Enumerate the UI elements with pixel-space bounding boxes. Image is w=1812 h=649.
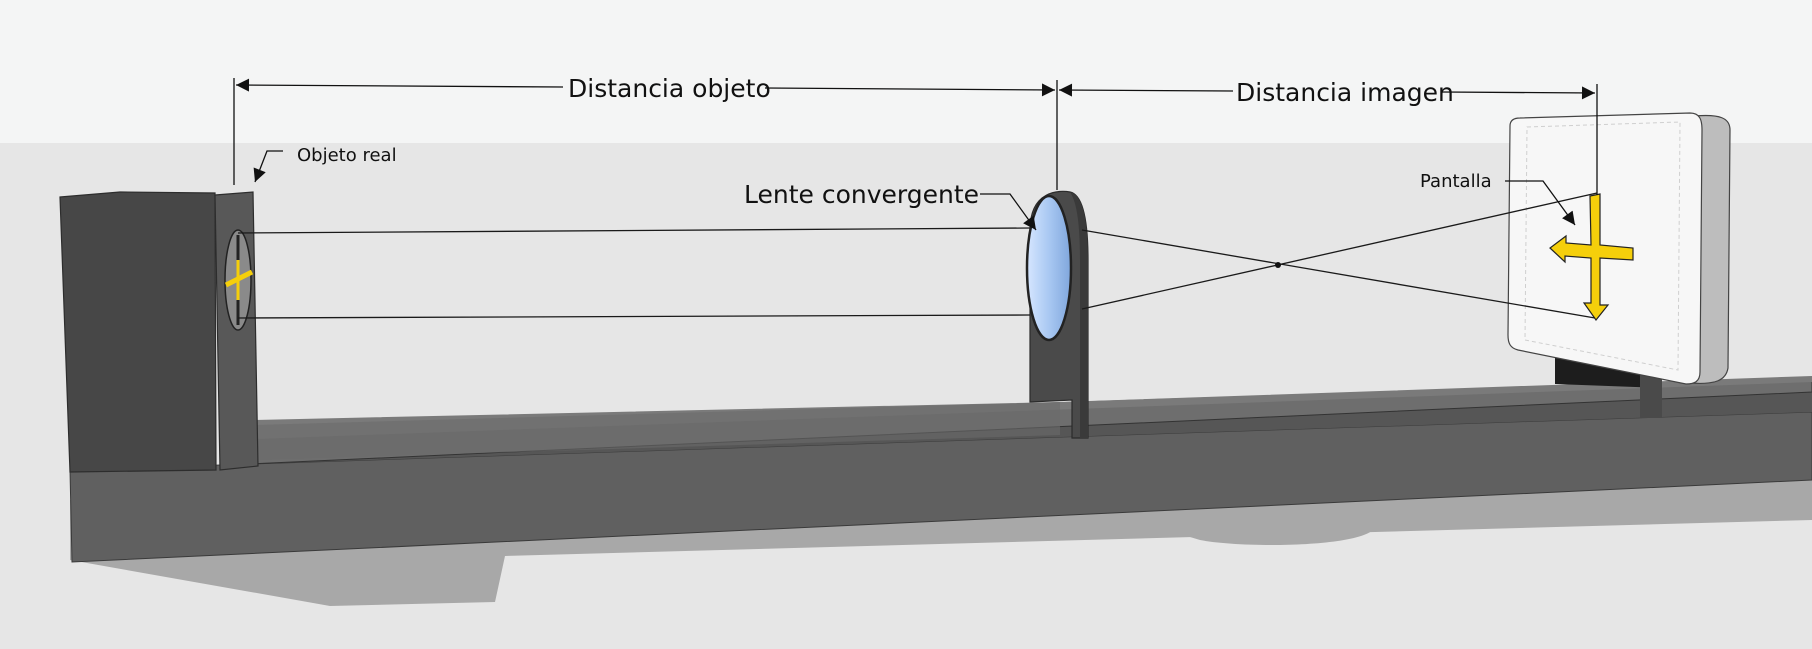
focal-point — [1275, 262, 1281, 268]
distancia-objeto-label: Distancia objeto — [568, 74, 771, 103]
sky — [0, 0, 1812, 143]
light-rays — [237, 192, 1598, 319]
leader-lines — [253, 150, 1576, 231]
lens — [1025, 194, 1073, 342]
lens-holder — [1025, 190, 1089, 439]
optical-bench-rail — [69, 376, 1812, 563]
dimension-lines — [233, 78, 1598, 195]
pantalla-label: Pantalla — [1420, 171, 1492, 192]
lente-convergente-label: Lente convergente — [744, 180, 979, 209]
objeto-real-label: Objeto real — [297, 145, 397, 166]
object-box — [59, 191, 259, 473]
object-arrow — [224, 235, 254, 325]
image-arrow — [1549, 193, 1634, 321]
distancia-imagen-label: Distancia imagen — [1236, 78, 1454, 107]
